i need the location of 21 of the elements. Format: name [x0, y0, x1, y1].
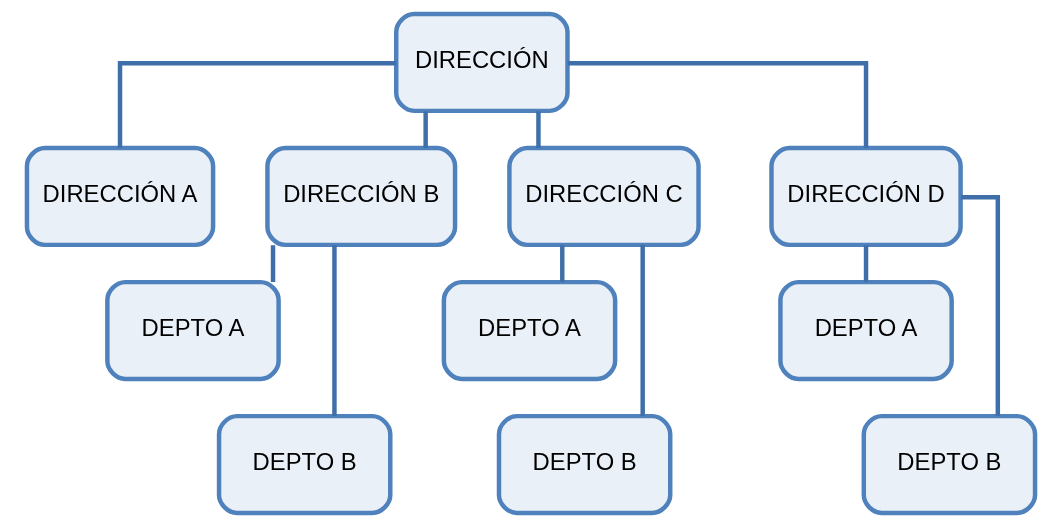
node-box: DIRECCIÓN [394, 11, 570, 114]
node-box: DEPTO B [496, 413, 673, 516]
node-box: DIRECCIÓN C [507, 145, 701, 248]
node-box: DEPTO B [216, 413, 393, 516]
node-box: DIRECCIÓN A [24, 145, 216, 248]
connector [423, 111, 428, 148]
node-box: DIRECCIÓN B [265, 145, 458, 248]
connector [332, 245, 337, 416]
node-box: DIRECCIÓN D [769, 145, 963, 248]
connector [567, 61, 869, 148]
node-box: DEPTO B [861, 413, 1038, 516]
node-box: DEPTO A [441, 279, 618, 382]
node-box: DEPTO A [778, 279, 954, 382]
connector [536, 111, 541, 148]
connector [961, 195, 1001, 417]
node-box: DEPTO A [105, 279, 281, 382]
connector [640, 245, 645, 416]
connector [863, 245, 869, 282]
connector [117, 61, 397, 148]
connector [270, 245, 276, 282]
connector [560, 245, 565, 282]
